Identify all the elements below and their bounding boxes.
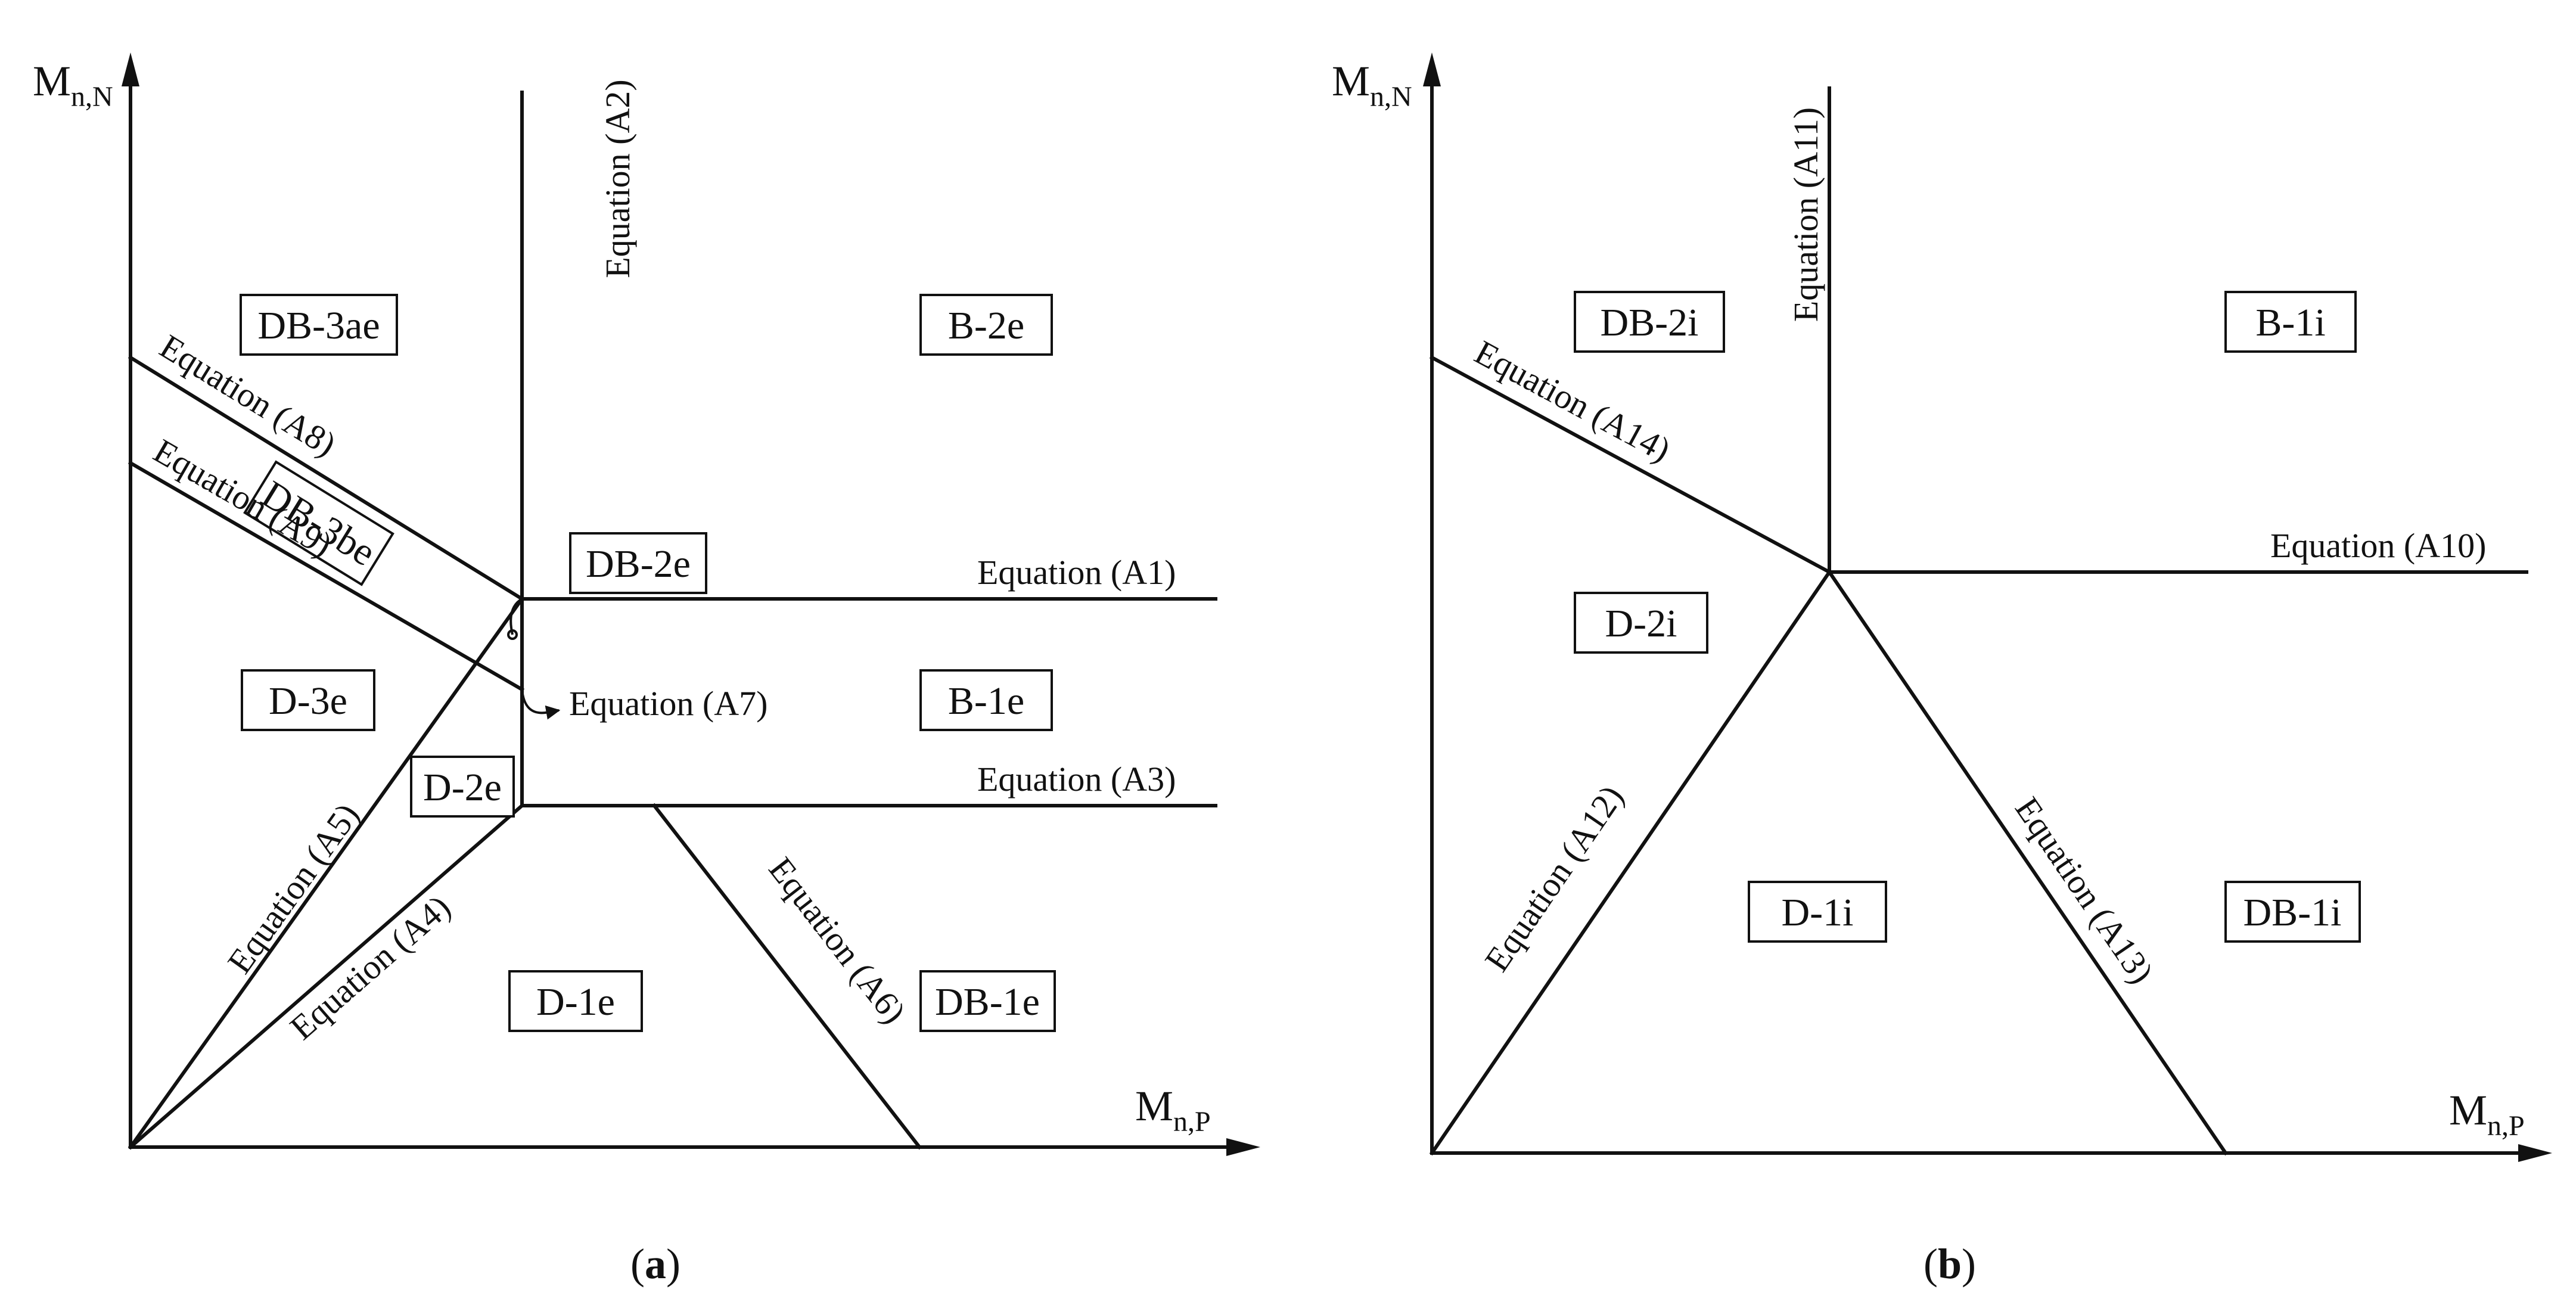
y-axis-label-a: Mn,N [33,57,113,113]
svg-text:D-3e: D-3e [269,679,347,723]
x-axis-label-a: Mn,P [1135,1082,1211,1138]
region-d1e: D-1e [508,970,643,1032]
eq-label-a12: Equation (A12) [1477,778,1631,978]
x-axis-label-b: Mn,P [2449,1086,2525,1142]
x-axis-arrowhead-a [1226,1138,1260,1156]
region-b1e: B-1e [919,669,1053,731]
region-b1i: B-1i [2224,291,2357,353]
eq-label-a7: Equation (A7) [569,684,767,723]
region-db2i: DB-2i [1574,291,1725,353]
svg-text:D-2i: D-2i [1605,602,1677,645]
pointer-curve-upper [509,598,523,635]
eq-label-a2: Equation (A2) [598,79,637,278]
region-d1i: D-1i [1748,881,1887,943]
eq-label-a14: Equation (A14) [1468,333,1677,470]
svg-text:D-2e: D-2e [423,766,502,809]
line-eq-a14 [1429,355,1832,575]
line-eq-a9 [128,460,525,692]
y-axis-arrowhead-a [122,52,139,86]
caption-a: (a) [630,1240,680,1288]
region-db3ae: DB-3ae [240,294,398,356]
eq-label-a3: Equation (A3) [977,760,1176,798]
region-db1e: DB-1e [919,970,1056,1032]
region-db1i: DB-1i [2224,881,2361,943]
eq-label-a6: Equation (A6) [762,850,914,1030]
svg-text:D-1i: D-1i [1782,891,1854,934]
svg-text:B-1i: B-1i [2255,301,2325,344]
y-axis-arrowhead-b [1423,52,1441,86]
line-eq-a8 [128,355,525,602]
eq-label-a5: Equation (A5) [220,796,367,980]
svg-text:B-1e: B-1e [948,679,1024,723]
eq-label-a10: Equation (A10) [2270,526,2486,565]
svg-text:DB-1i: DB-1i [2243,891,2342,934]
x-axis-arrowhead-b [2518,1144,2552,1162]
line-eq-a6 [651,803,922,1150]
eq-label-a11: Equation (A11) [1786,107,1825,322]
pointer-curve-lower [521,689,561,720]
line-eq-a12 [1429,569,1832,1156]
eq-label-a1: Equation (A1) [977,553,1176,592]
region-d2e: D-2e [410,756,515,818]
eq-label-a13: Equation (A13) [2008,790,2161,990]
eq-label-a4: Equation (A4) [282,887,458,1047]
line-eq-a4 [128,803,525,1150]
region-d2i: D-2i [1574,592,1708,654]
line-eq-a13 [1826,569,2229,1156]
svg-text:DB-2i: DB-2i [1601,301,1699,344]
svg-text:DB-3ae: DB-3ae [257,304,380,347]
svg-text:DB-2e: DB-2e [586,542,691,586]
y-axis-label-b: Mn,N [1332,57,1412,113]
panel-a: Mn,N Mn,P DB-3ae B-2e DB-3be DB-2e [33,52,1260,1288]
svg-text:D-1e: D-1e [536,980,615,1024]
region-db2e: DB-2e [569,532,707,594]
region-d3e: D-3e [241,669,375,731]
svg-text:B-2e: B-2e [948,304,1024,347]
svg-text:DB-1e: DB-1e [935,980,1040,1024]
panel-b: Mn,N Mn,P DB-2i B-1i D-2i D-1i DB-1i [1332,52,2552,1288]
caption-b: (b) [1924,1240,1976,1288]
line-eq-a5 [128,596,525,1150]
region-b2e: B-2e [919,294,1053,356]
